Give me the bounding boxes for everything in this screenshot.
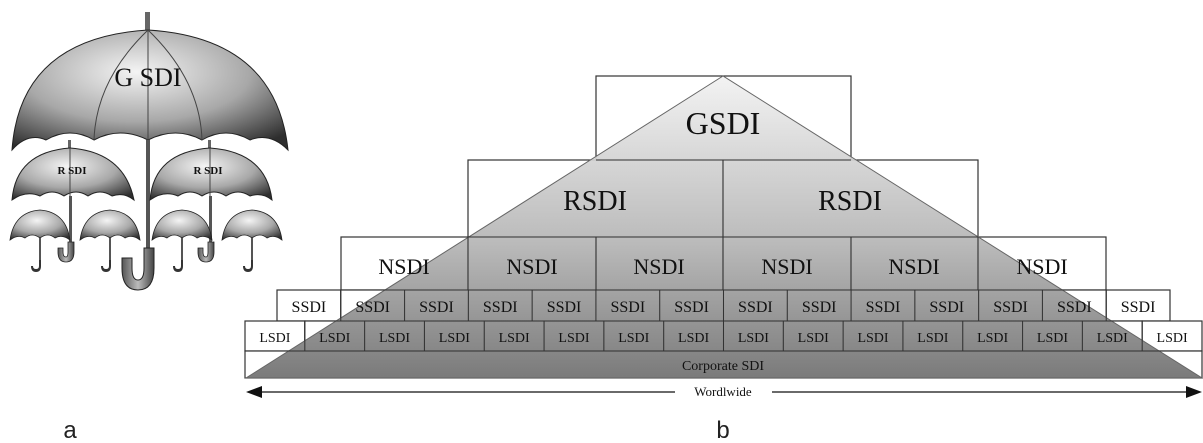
lsdi-label-7: LSDI: [618, 331, 649, 346]
lsdi-label-2: LSDI: [319, 331, 350, 346]
lsdi-label-16: LSDI: [1157, 331, 1188, 346]
worldwide-label: Wordlwide: [694, 384, 752, 399]
national-umbrella-3: [151, 209, 213, 272]
sdi-pyramid-diagram: GSDI RSDI RSDI NSDI NSDI NSDI NSDI NSDI …: [244, 75, 1203, 443]
arrow-right-head: [1186, 386, 1202, 398]
nsdi-label-4: NSDI: [761, 254, 812, 279]
regional-umbrella-right-label: R SDI: [193, 165, 222, 177]
panel-a-letter: a: [63, 417, 77, 443]
lsdi-label-14: LSDI: [1037, 331, 1068, 346]
national-umbrella-1: [9, 209, 71, 272]
nsdi-label-1: NSDI: [378, 254, 429, 279]
panel-b-letter: b: [716, 417, 729, 443]
ssdi-label-3: SSDI: [419, 299, 454, 316]
ssdi-label-11: SSDI: [929, 299, 964, 316]
ssdi-label-4: SSDI: [483, 299, 518, 316]
ssdi-label-12: SSDI: [993, 299, 1028, 316]
ssdi-label-5: SSDI: [547, 299, 582, 316]
regional-umbrella-left-label: R SDI: [57, 165, 86, 177]
lsdi-label-9: LSDI: [738, 331, 769, 346]
national-umbrellas: [9, 209, 283, 272]
ssdi-label-6: SSDI: [610, 299, 645, 316]
ssdi-label-13: SSDI: [1057, 299, 1092, 316]
gsdi-label: GSDI: [686, 105, 761, 141]
ssdi-label-8: SSDI: [738, 299, 773, 316]
ssdi-labels: SSDI SSDI SSDI SSDI SSDI SSDI SSDI SSDI SSDI SSDI…: [292, 299, 1156, 316]
ssdi-label-2: SSDI: [355, 299, 390, 316]
corporate-sdi-label: Corporate SDI: [682, 359, 764, 374]
ssdi-label-1: SSDI: [292, 299, 327, 316]
lsdi-label-11: LSDI: [857, 331, 888, 346]
rsdi-label-1: RSDI: [563, 186, 627, 217]
nsdi-label-2: NSDI: [506, 254, 557, 279]
ssdi-label-14: SSDI: [1121, 299, 1156, 316]
umbrella-diagram: G SDI R SDI R SDI: [9, 12, 289, 443]
nsdi-labels: NSDI NSDI NSDI NSDI NSDI NSDI: [378, 254, 1067, 279]
regional-umbrella-right: R SDI: [149, 140, 273, 263]
pyramid-triangle: [244, 75, 1203, 379]
nsdi-label-3: NSDI: [633, 254, 684, 279]
lsdi-label-10: LSDI: [798, 331, 829, 346]
ssdi-label-9: SSDI: [802, 299, 837, 316]
national-umbrella-4: [221, 209, 283, 272]
regional-umbrella-left: R SDI: [11, 140, 135, 263]
worldwide-arrow: Wordlwide: [246, 384, 1202, 399]
ssdi-box-1: [276, 289, 342, 322]
lsdi-label-6: LSDI: [558, 331, 589, 346]
lsdi-label-1: LSDI: [259, 331, 290, 346]
lsdi-label-5: LSDI: [499, 331, 530, 346]
ssdi-label-7: SSDI: [674, 299, 709, 316]
lsdi-labels: LSDI LSDI LSDI LSDI LSDI LSDI LSDI LSDI LSDI LSDI…: [259, 331, 1188, 346]
lsdi-label-12: LSDI: [917, 331, 948, 346]
nsdi-label-6: NSDI: [1016, 254, 1067, 279]
lsdi-label-3: LSDI: [379, 331, 410, 346]
global-umbrella: G SDI: [11, 12, 289, 291]
global-umbrella-label: G SDI: [114, 63, 181, 92]
pyramid-cell-lines: [304, 290, 1143, 351]
arrow-left-head: [246, 386, 262, 398]
lsdi-label-8: LSDI: [678, 331, 709, 346]
lsdi-label-13: LSDI: [977, 331, 1008, 346]
ssdi-label-10: SSDI: [866, 299, 901, 316]
national-umbrella-2: [79, 209, 141, 272]
lsdi-label-15: LSDI: [1097, 331, 1128, 346]
lsdi-label-4: LSDI: [439, 331, 470, 346]
rsdi-label-2: RSDI: [818, 186, 882, 217]
nsdi-label-5: NSDI: [888, 254, 939, 279]
